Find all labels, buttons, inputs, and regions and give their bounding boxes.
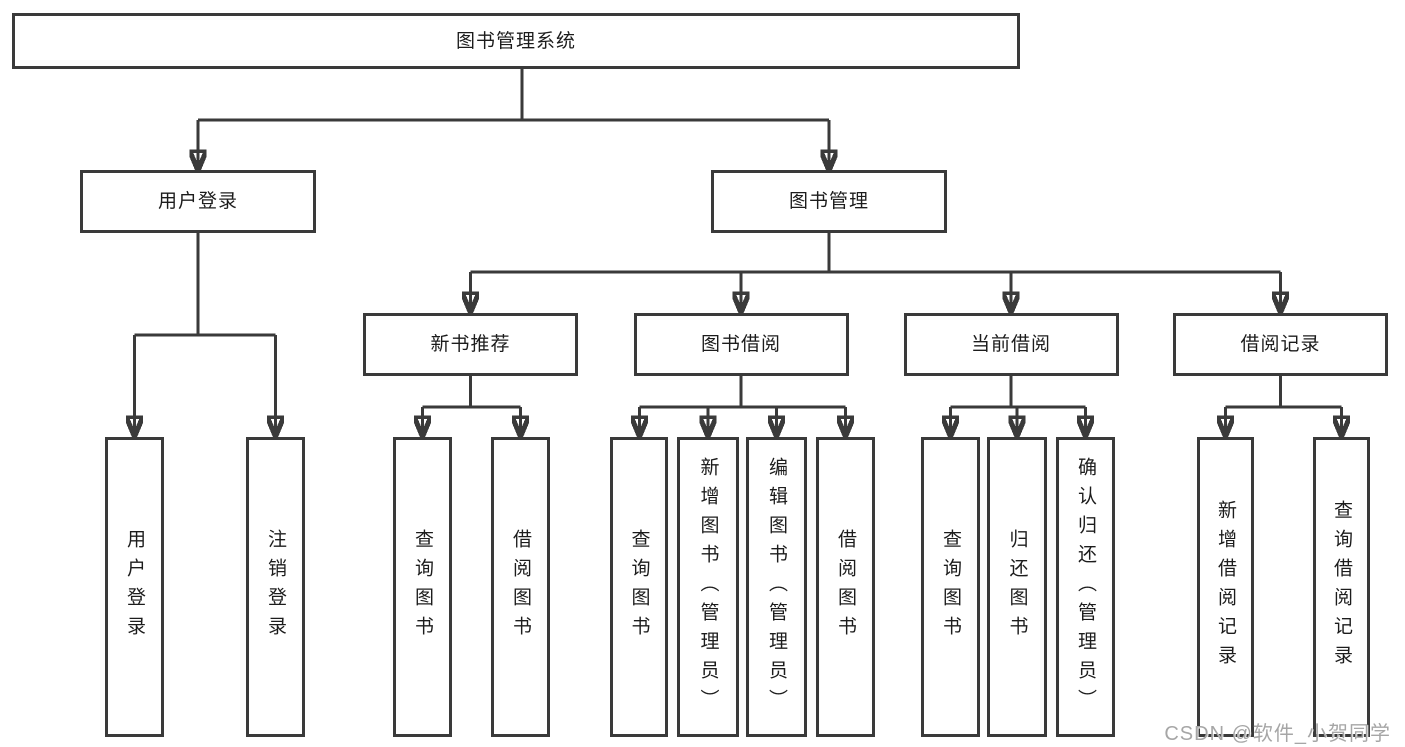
leaf-logout: 注销登录 (246, 437, 305, 737)
node-book-management: 图书管理 (711, 170, 947, 233)
connector-borrow-record-children (1226, 376, 1342, 435)
node-root: 图书管理系统 (12, 13, 1020, 69)
node-user-login: 用户登录 (80, 170, 316, 233)
leaf-current-return-book: 归还图书 (987, 437, 1047, 737)
connector-book-borrow-children (640, 376, 846, 435)
leaf-borrow-borrow-book: 借阅图书 (816, 437, 875, 737)
leaf-user-login: 用户登录 (105, 437, 164, 737)
leaf-borrow-edit-book-admin: 编辑图书（管理员） (746, 437, 807, 737)
node-borrow-record: 借阅记录 (1173, 313, 1388, 376)
node-book-borrow: 图书借阅 (633, 313, 849, 376)
leaf-borrow-add-book-admin: 新增图书（管理员） (677, 437, 739, 737)
leaf-record-add-borrow-record: 新增借阅记录 (1197, 437, 1254, 737)
leaf-current-confirm-return-admin: 确认归还（管理员） (1056, 437, 1115, 737)
connector-root-to-level2 (198, 69, 829, 169)
connector-user-login-children (135, 233, 276, 435)
node-current-borrow: 当前借阅 (903, 313, 1119, 376)
connector-new-book-recommend-children (423, 376, 521, 435)
leaf-borrow-query-book: 查询图书 (610, 437, 668, 737)
watermark: CSDN @软件_小贺同学 (1164, 723, 1391, 745)
leaf-newrec-borrow-book: 借阅图书 (491, 437, 550, 737)
node-new-book-recommend: 新书推荐 (363, 313, 578, 376)
leaf-newrec-query-book: 查询图书 (393, 437, 452, 737)
leaf-record-query-borrow-record: 查询借阅记录 (1313, 437, 1370, 737)
connector-current-borrow-children (951, 376, 1086, 435)
leaf-current-query-book: 查询图书 (921, 437, 980, 737)
connector-book-management-children (471, 233, 1281, 311)
